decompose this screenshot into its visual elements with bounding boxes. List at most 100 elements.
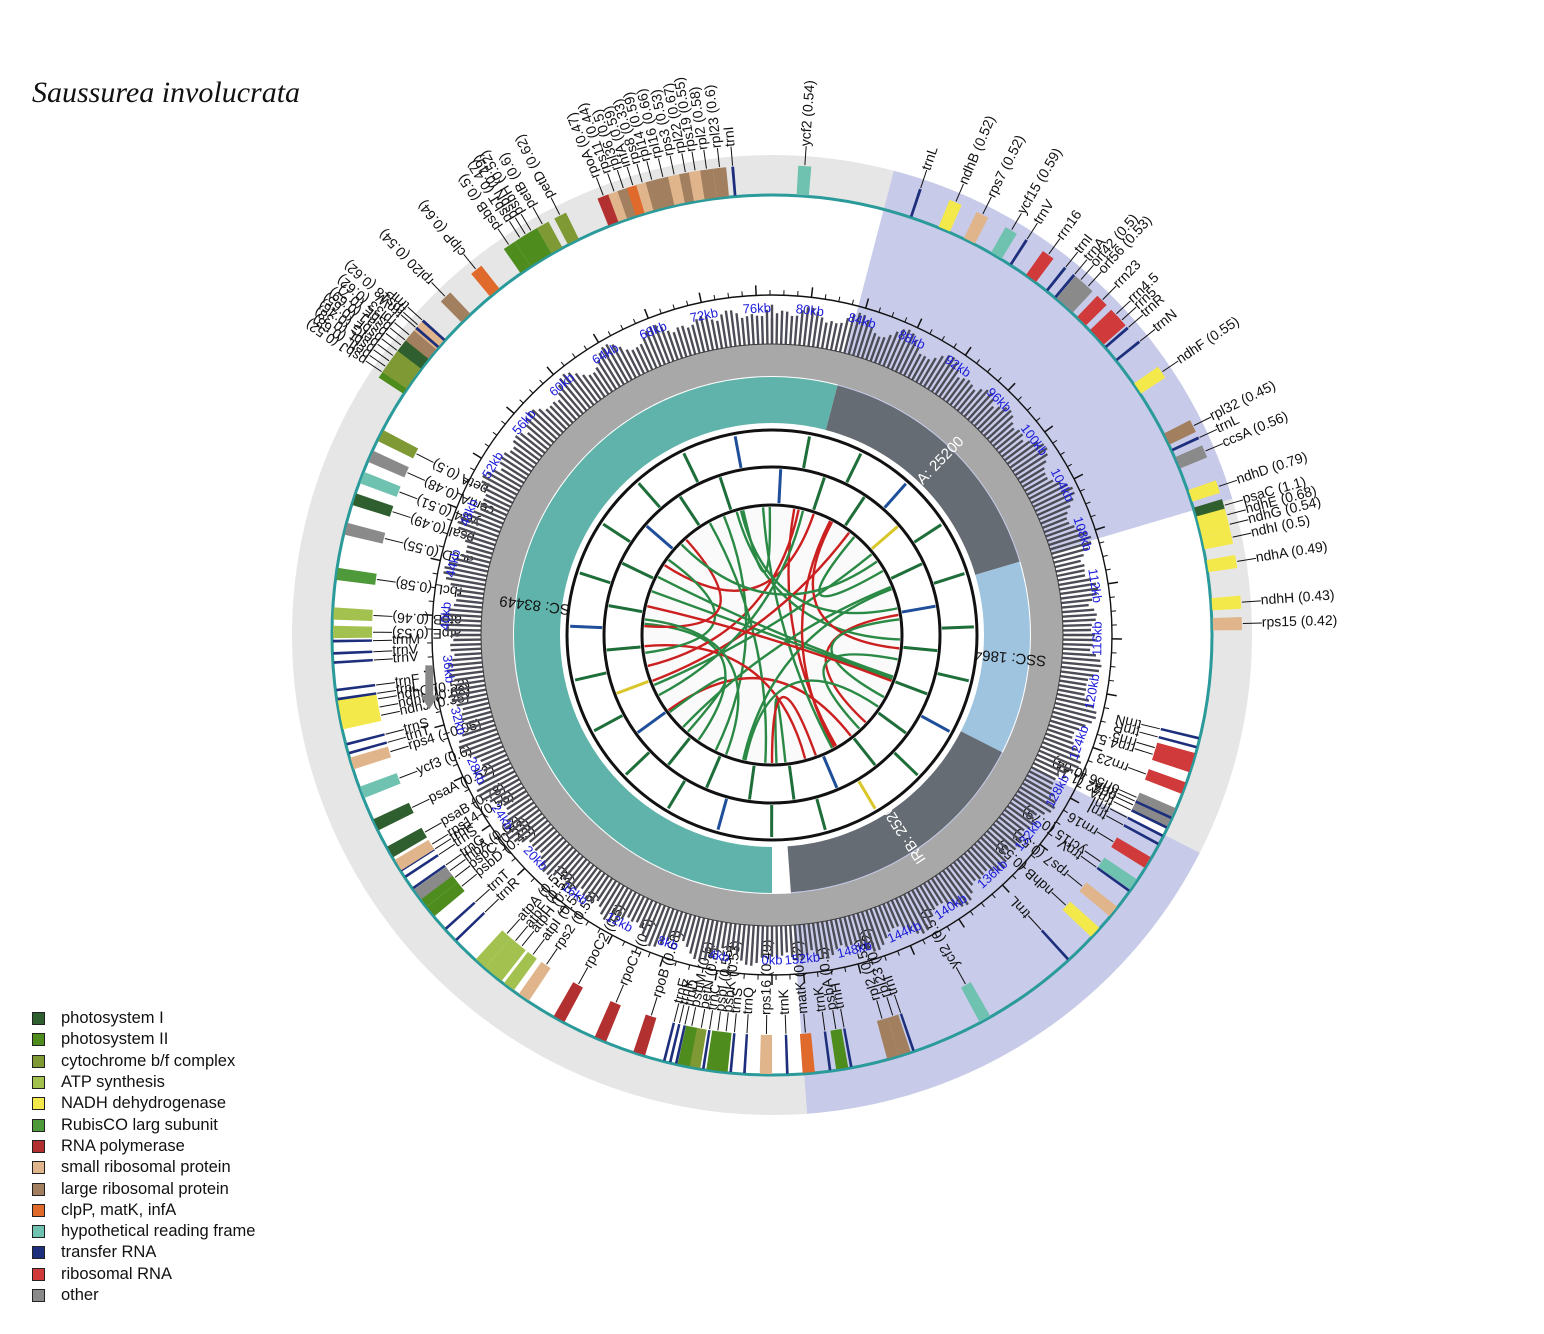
gene-leader (669, 155, 675, 175)
gene-block (1160, 727, 1200, 740)
gene-leader (434, 838, 452, 850)
gene-leader (394, 322, 410, 336)
gc-bar (574, 372, 599, 404)
gc-bar (653, 324, 671, 364)
kb-tick (897, 950, 900, 956)
gc-bar (449, 688, 487, 698)
gene-block (1196, 508, 1229, 529)
repeat-chord (735, 511, 900, 641)
gc-bar (1062, 647, 1091, 652)
gc-bar (963, 389, 989, 418)
gc-bar (1056, 569, 1085, 578)
kb-label: 152kb (784, 949, 821, 967)
gene-block (663, 1022, 676, 1061)
gc-bar (596, 877, 614, 902)
gc-bar (525, 417, 555, 444)
repeat-mark (941, 625, 974, 630)
gc-bar (582, 869, 602, 896)
gene-leader (1241, 600, 1261, 603)
legend-swatch (32, 1225, 45, 1239)
gene-block (645, 178, 666, 211)
repeat-mark (787, 765, 796, 800)
gc-bar (775, 925, 779, 958)
kb-tick (1107, 581, 1119, 585)
gc-bar (1053, 706, 1097, 720)
kb-tick (1012, 875, 1017, 880)
gc-bar (600, 346, 625, 386)
repeat-chord (761, 507, 834, 749)
gene-leader (365, 360, 382, 373)
gc-bar (995, 429, 1021, 451)
gc-bar (869, 336, 881, 362)
gc-bar (816, 922, 825, 959)
gene-leader (955, 183, 964, 202)
gene-label: trnC (703, 983, 723, 1012)
gc-bar (525, 424, 552, 447)
kb-tick (1060, 451, 1065, 456)
gene-leader (431, 282, 446, 297)
gc-bar (452, 656, 482, 662)
gc-bar (740, 317, 746, 346)
gc-bar (779, 925, 784, 956)
region-arc (960, 561, 1030, 753)
gc-bar (512, 439, 541, 462)
gc-bar (856, 319, 870, 358)
gc-bar (507, 812, 543, 841)
gene-block (1202, 530, 1234, 550)
gc-bar (482, 486, 514, 504)
gc-bar (458, 732, 499, 749)
gc-bar (557, 392, 581, 418)
gc-bar (477, 774, 518, 798)
gc-bar (1059, 587, 1099, 596)
kb-tick (1100, 720, 1106, 723)
kb-tick (511, 857, 516, 862)
gene-block (1062, 901, 1100, 937)
gene-leader (1084, 850, 1101, 862)
gc-bar (802, 307, 810, 346)
gene-leader (390, 745, 409, 753)
kb-tick (464, 788, 470, 793)
repeat-chord (682, 585, 892, 728)
gene-block (394, 839, 435, 871)
gene-leader (515, 925, 529, 941)
repeat-chord (744, 679, 879, 761)
gene-block (1056, 276, 1086, 307)
gene-block (887, 1014, 911, 1056)
gc-bar (953, 861, 974, 886)
gene-leader (407, 472, 426, 481)
gc-bar (1053, 553, 1084, 564)
gene-leader (657, 158, 664, 177)
repeat-mark (894, 680, 928, 696)
gene-block (492, 943, 526, 981)
gc-bar (1036, 753, 1074, 773)
gc-bar (760, 925, 765, 958)
kb-tick (493, 836, 499, 840)
gc-bar (666, 330, 679, 361)
gene-block (336, 683, 376, 692)
gc-bar (448, 661, 483, 667)
kb-tick (1073, 473, 1084, 480)
gc-bar (485, 493, 512, 509)
gene-block (706, 1030, 724, 1071)
gc-bar (505, 801, 535, 823)
gc-bar (1006, 805, 1034, 826)
gc-bar (934, 361, 959, 395)
repeat-mark (616, 680, 649, 695)
gc-bar (807, 923, 814, 951)
gc-bar (483, 757, 510, 772)
gc-bar (1001, 812, 1025, 832)
gene-block (1171, 436, 1200, 452)
gene-leader (636, 163, 643, 183)
kb-tick (572, 353, 576, 358)
gc-bar (973, 405, 995, 427)
kb-tick (824, 294, 827, 300)
gc-bar (976, 839, 1006, 869)
kb-tick (442, 531, 448, 535)
kb-tick (1039, 843, 1049, 852)
kb-label: 76kb (742, 300, 771, 316)
gc-bar (820, 322, 828, 349)
gene-block (1212, 616, 1242, 631)
gc-bar (1052, 710, 1093, 724)
kb-tick (1105, 568, 1111, 571)
